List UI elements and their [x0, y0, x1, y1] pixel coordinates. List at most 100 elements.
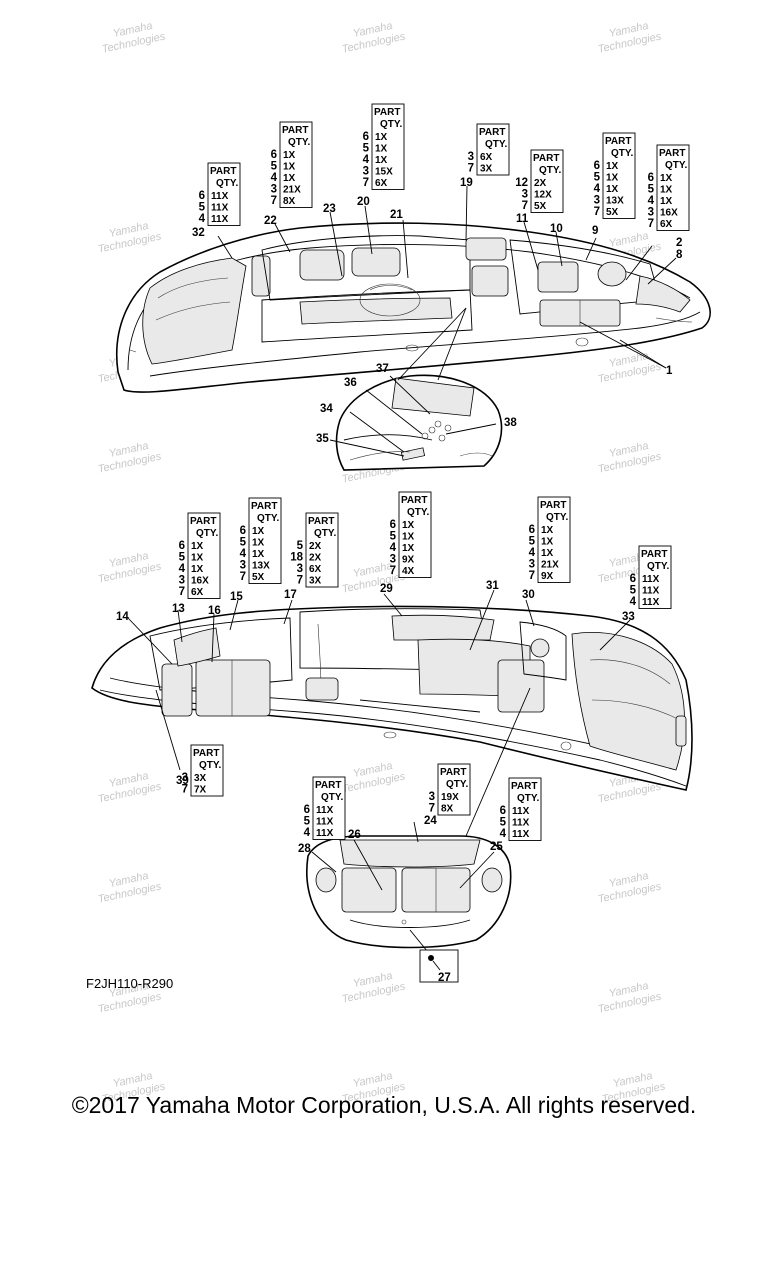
qty-table-quantity: 6X — [375, 178, 388, 189]
qty-table-part-number: 5 — [648, 184, 655, 196]
qty-table-quantity: 15X — [375, 167, 393, 178]
qty-table-quantity: 6X — [480, 152, 493, 163]
qty-table-header: QTY. — [647, 561, 669, 572]
qty-table-header: QTY. — [517, 793, 539, 804]
qty-table-quantity: 4X — [402, 566, 415, 577]
bottom-deck-drawing — [91, 605, 693, 791]
qty-table-part-number: 5 — [240, 537, 247, 549]
qty-table-quantity: 5X — [606, 207, 619, 218]
qty-table-quantity: 3X — [480, 164, 493, 175]
qty-table-quantity: 21X — [283, 185, 301, 196]
qty-table-part-number: 5 — [500, 817, 507, 829]
qty-table-part-number: 6 — [199, 190, 205, 202]
qty-table-part-number: 3 — [363, 166, 369, 178]
qty-table-frame — [530, 149, 564, 213]
qty-table-part-number: 7 — [522, 200, 528, 212]
callout-27: 27 — [438, 972, 451, 984]
qty-table-quantity: 1X — [191, 541, 204, 552]
qty-table-quantity: 11X — [512, 806, 530, 817]
qty-table-part-number: 6 — [630, 573, 636, 585]
qty-table-quantity: 3X — [194, 773, 207, 784]
qty-table-quantity: 1X — [252, 526, 265, 537]
qty-table-quantity: 13X — [606, 196, 624, 207]
qty-table-quantity: 1X — [283, 150, 296, 161]
qty-table-frame — [638, 545, 672, 609]
qty-table-header: PART — [401, 495, 427, 506]
callout-28: 28 — [298, 843, 311, 855]
qty-table-part-number: 7 — [468, 163, 474, 175]
qty-table-part-number: 7 — [240, 571, 246, 583]
qty-table-part-number: 6 — [179, 540, 185, 552]
qty-table-frame — [537, 496, 571, 583]
qty-table-header: QTY. — [546, 512, 568, 523]
qty-table-quantity: 1X — [375, 132, 388, 143]
qty-table-quantity: 11X — [642, 597, 660, 608]
qty-table-part-number: 4 — [271, 172, 278, 184]
qty-table-part-number: 3 — [468, 151, 474, 163]
qty-table-quantity: 6X — [309, 564, 322, 575]
qty-table-part-number: 3 — [429, 791, 435, 803]
qty-table-part-number: 18 — [290, 552, 303, 564]
callout-8: 8 — [676, 249, 683, 261]
qty-table-frame — [187, 512, 221, 599]
callout-10: 10 — [550, 223, 563, 235]
qty-table-quantity: 13X — [252, 561, 270, 572]
qty-table-quantity: 1X — [283, 173, 296, 184]
qty-table-quantity: 11X — [642, 586, 660, 597]
qty-table-part-number: 6 — [529, 524, 535, 536]
qty-table-quantity: 1X — [375, 144, 388, 155]
qty-table-quantity: 8X — [283, 196, 296, 207]
qty-table-quantity: 11X — [512, 818, 530, 829]
callout-11: 11 — [516, 213, 529, 225]
qty-table-quantity: 1X — [402, 520, 415, 531]
qty-table-part-number: 7 — [429, 803, 435, 815]
qty-table-part-number: 4 — [594, 183, 601, 195]
qty-table-quantity: 11X — [211, 191, 229, 202]
qty-table-header: QTY. — [611, 148, 633, 159]
qty-table-part-number: 12 — [515, 177, 528, 189]
qty-table-header: QTY. — [380, 119, 402, 130]
callout-23: 23 — [323, 203, 336, 215]
qty-table-quantity: 1X — [191, 564, 204, 575]
qty-table-header: PART — [374, 107, 400, 118]
callout-37: 37 — [376, 363, 389, 375]
qty-table-part-number: 5 — [390, 531, 397, 543]
qty-table-part-number: 6 — [500, 805, 506, 817]
qty-table-quantity: 11X — [211, 214, 229, 225]
qty-table-quantity: 1X — [541, 548, 554, 559]
qty-table-quantity: 11X — [316, 805, 334, 816]
qty-table-part-number: 7 — [297, 575, 303, 587]
qty-table-part-number: 7 — [390, 565, 396, 577]
qty-table-header: QTY. — [196, 528, 218, 539]
qty-table-part-number: 7 — [648, 218, 654, 230]
qty-table-quantity: 21X — [541, 560, 559, 571]
qty-table-header: QTY. — [314, 528, 336, 539]
qty-table-quantity: 16X — [660, 208, 678, 219]
callout-35: 35 — [316, 433, 329, 445]
qty-table-part-number: 6 — [390, 519, 396, 531]
qty-table-frame — [656, 144, 690, 231]
qty-table-header: QTY. — [407, 507, 429, 518]
qty-table-quantity: 2X — [309, 553, 322, 564]
qty-table-frame — [602, 132, 636, 219]
qty-table-part-number: 7 — [363, 177, 369, 189]
qty-table-part-number: 4 — [179, 563, 186, 575]
qty-table-part-number: 7 — [594, 206, 600, 218]
callout-25: 25 — [490, 841, 503, 853]
qty-table-frame — [371, 103, 405, 190]
qty-table-part-number: 5 — [271, 161, 278, 173]
qty-table-part-number: 6 — [240, 525, 246, 537]
